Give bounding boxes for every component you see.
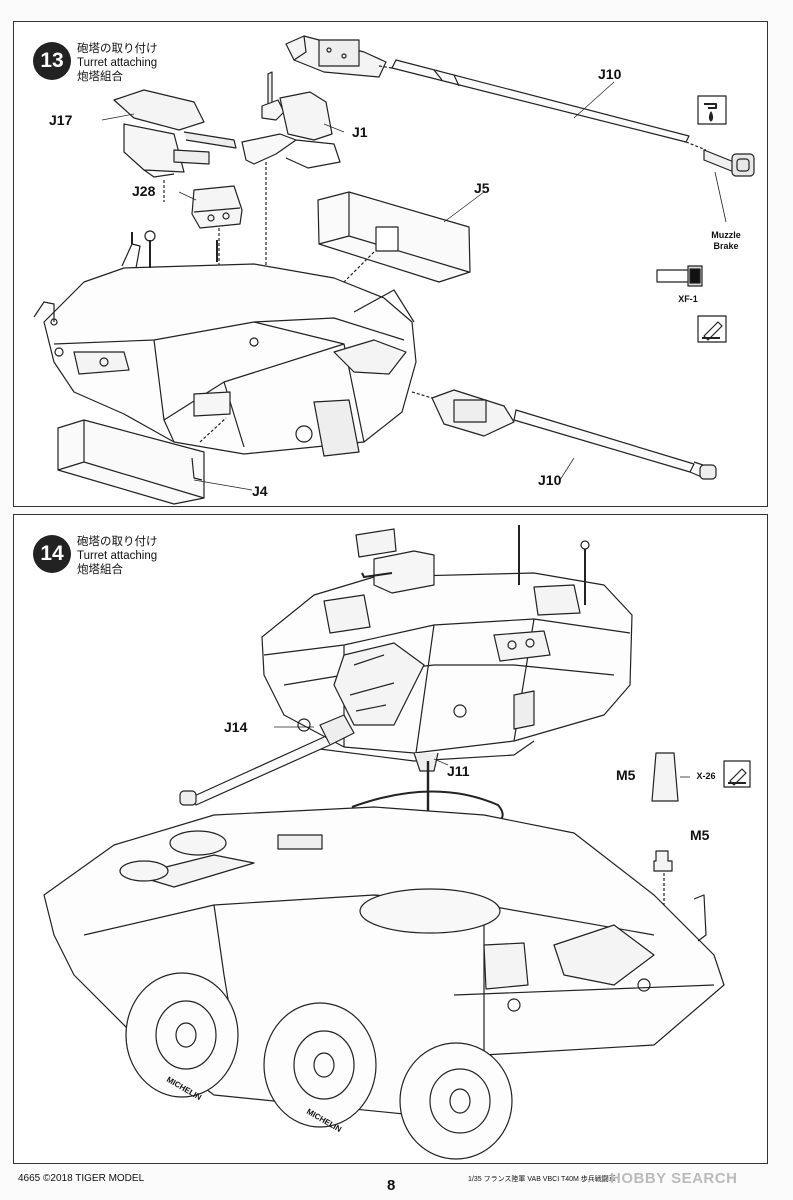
part-label-j14: J14 [224, 719, 248, 735]
part-label-j17: J17 [49, 112, 73, 128]
part-label-m5-a: M5 [616, 767, 636, 783]
title-en: Turret attaching [77, 57, 158, 69]
j4-box [57, 417, 227, 505]
step-13-panel: 13 砲塔の取り付け Turret attaching 炮塔組合 [13, 21, 768, 507]
wheel-1 [125, 972, 239, 1098]
j10-barrel-top [285, 35, 707, 151]
m5-cap-large [651, 752, 690, 802]
wheel-2 [263, 1002, 377, 1128]
title-zh: 炮塔組合 [77, 564, 123, 576]
part-label-j4: J4 [252, 483, 268, 499]
part-label-j10-bottom: J10 [538, 472, 562, 488]
xf1-brush-icon [656, 265, 727, 343]
wheel-3 [399, 1042, 513, 1160]
footer-left: 4665 ©2018 TIGER MODEL [18, 1173, 145, 1184]
page-number: 8 [387, 1177, 396, 1194]
part-label-j11: J11 [447, 763, 470, 779]
step-14-panel: 14 砲塔の取り付け Turret attaching 炮塔組合 [13, 514, 768, 1164]
j1-part [241, 71, 341, 292]
part-label-j5: J5 [474, 180, 490, 196]
title-ja: 砲塔の取り付け [77, 43, 158, 55]
assembled-turret [261, 525, 633, 772]
part-label-j10-top: J10 [598, 66, 622, 82]
j28-part [191, 185, 243, 362]
step-title: 砲塔の取り付け Turret attaching 炮塔組合 [77, 535, 158, 577]
j14-gun [179, 714, 355, 806]
xf1-label: XF-1 [678, 294, 698, 304]
footer-right: 1/35 フランス陸軍 VAB VBCI T40M 歩兵戦闘車 [468, 1176, 616, 1183]
part-label-m5-b: M5 [690, 827, 710, 843]
step-13-illustration [33, 35, 755, 505]
step-number: 14 [33, 535, 71, 573]
step-14-illustration [43, 525, 751, 1160]
watermark: HOBBY SEARCH [610, 1170, 738, 1187]
paint-icon [697, 95, 727, 125]
muzzle-brake-label: Muzzle Brake [711, 230, 741, 251]
step-number: 13 [33, 42, 71, 80]
muzzle-brake [703, 149, 755, 177]
x26-brush-icon [723, 760, 751, 788]
title-en: Turret attaching [77, 550, 158, 562]
step-title: 砲塔の取り付け Turret attaching 炮塔組合 [77, 42, 158, 84]
j10-barrel-bottom [411, 389, 717, 480]
x26-label: X-26 [696, 771, 716, 781]
part-label-j1: J1 [352, 124, 368, 140]
j17-sight [113, 89, 237, 202]
title-ja: 砲塔の取り付け [77, 536, 158, 548]
part-label-j28: J28 [132, 183, 156, 199]
title-zh: 炮塔組合 [77, 71, 123, 83]
